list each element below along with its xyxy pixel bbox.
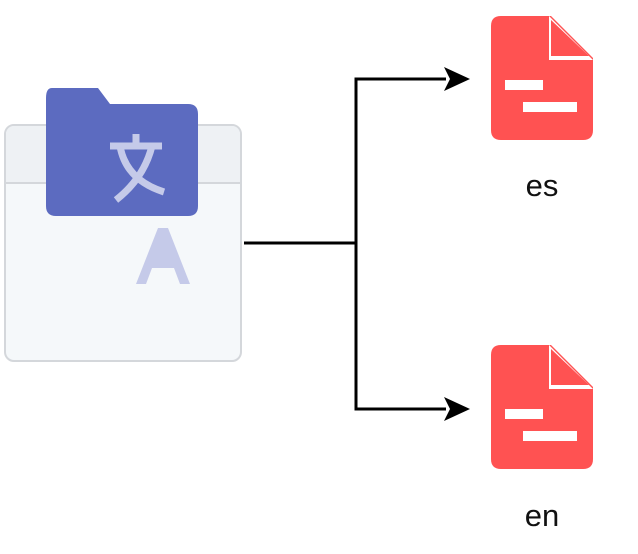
file-label-en: en: [524, 498, 560, 533]
connector-to-en: [354, 243, 446, 411]
file-label-es: es: [525, 168, 559, 203]
arrowhead-es: [444, 67, 470, 91]
connector-to-es: [354, 77, 446, 243]
document-icon-en: [491, 345, 593, 469]
arrowhead-en: [444, 397, 470, 421]
translate-folder-icon: [46, 88, 198, 284]
document-icon-es: [491, 16, 593, 140]
